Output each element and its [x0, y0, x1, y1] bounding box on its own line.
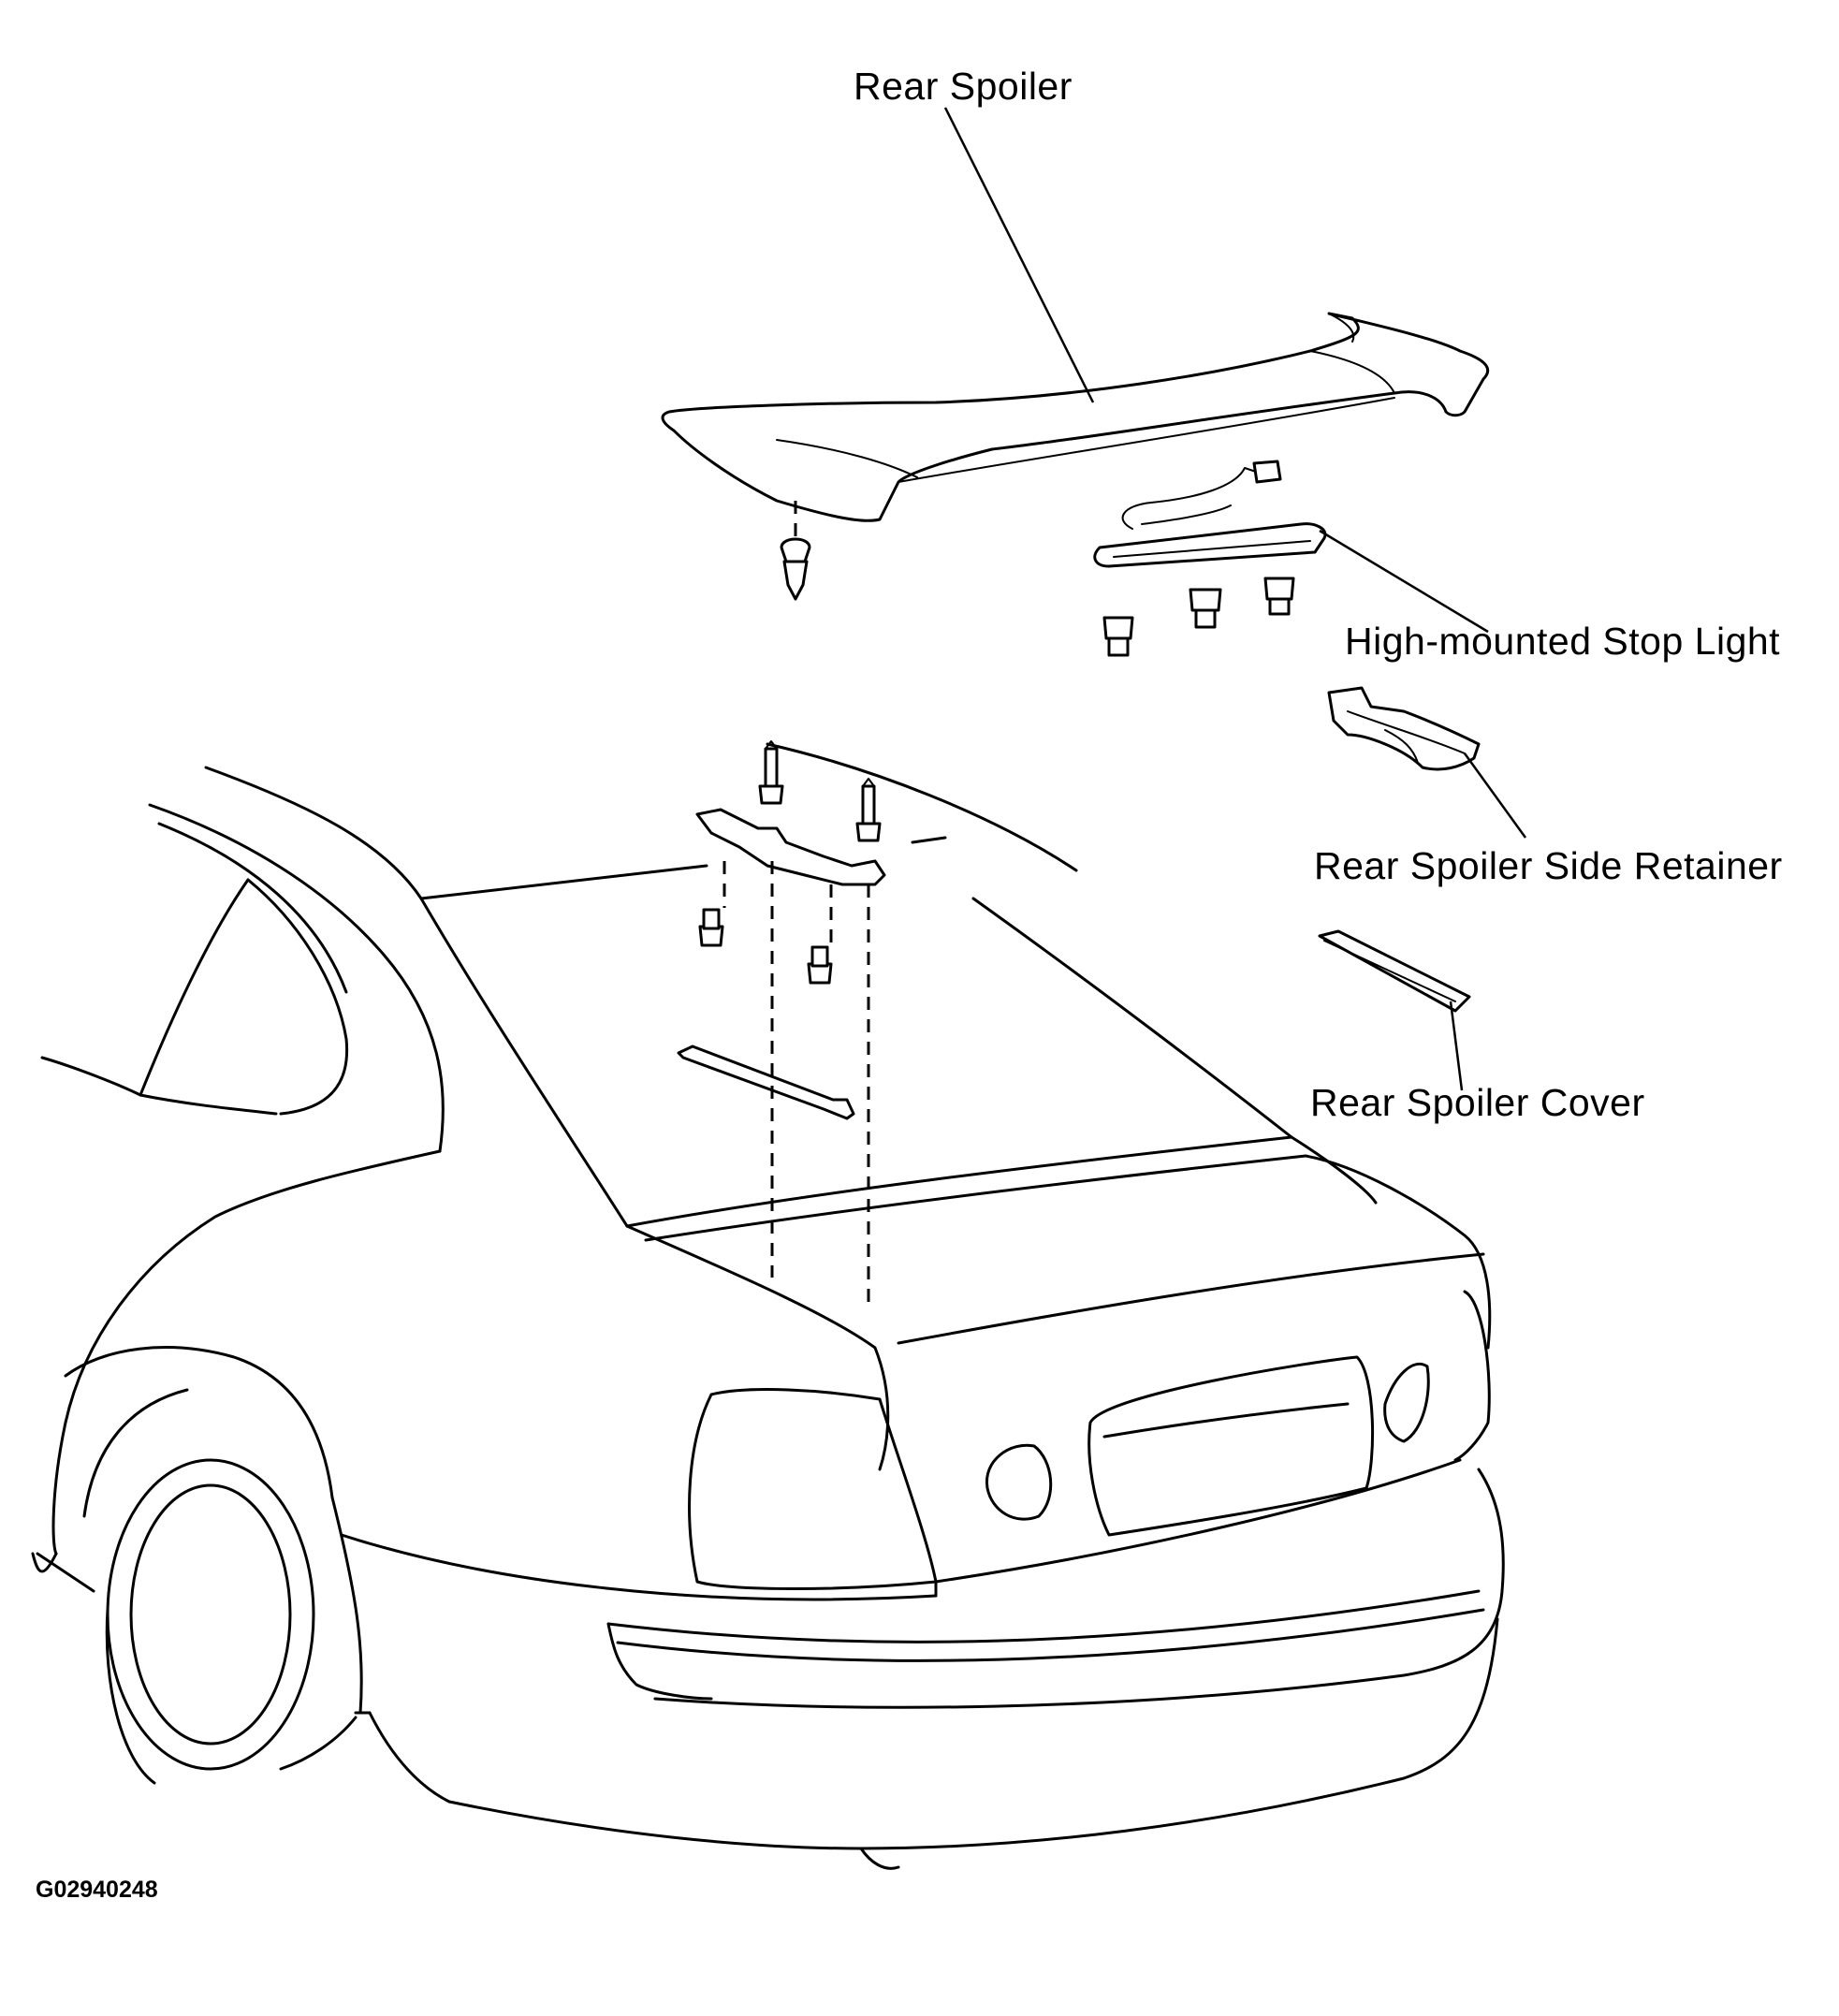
leader-stop-light — [1319, 529, 1489, 634]
leader-lines — [943, 107, 1527, 1091]
leader-side-retainer — [1463, 752, 1527, 839]
leader-rear-spoiler — [943, 107, 1095, 403]
car-body — [31, 742, 1505, 1870]
rear-spoiler-label: Rear Spoiler — [854, 65, 1073, 108]
rear-spoiler-part — [661, 312, 1490, 522]
leader-spoiler-cover — [1449, 1001, 1464, 1091]
stop-light-label: High-mounted Stop Light — [1345, 620, 1781, 663]
spoiler-cover-label: Rear Spoiler Cover — [1310, 1081, 1645, 1124]
left-bracket-assembly — [677, 740, 886, 1310]
figure-code: G02940248 — [36, 1877, 158, 1903]
side-retainer-part — [1327, 686, 1481, 771]
side-retainer-label: Rear Spoiler Side Retainer — [1314, 844, 1783, 887]
stop-light-part — [1093, 460, 1327, 568]
spoiler-clip-part — [780, 501, 811, 601]
stop-light-screws — [1102, 577, 1295, 657]
spoiler-cover-part — [1318, 929, 1471, 1013]
